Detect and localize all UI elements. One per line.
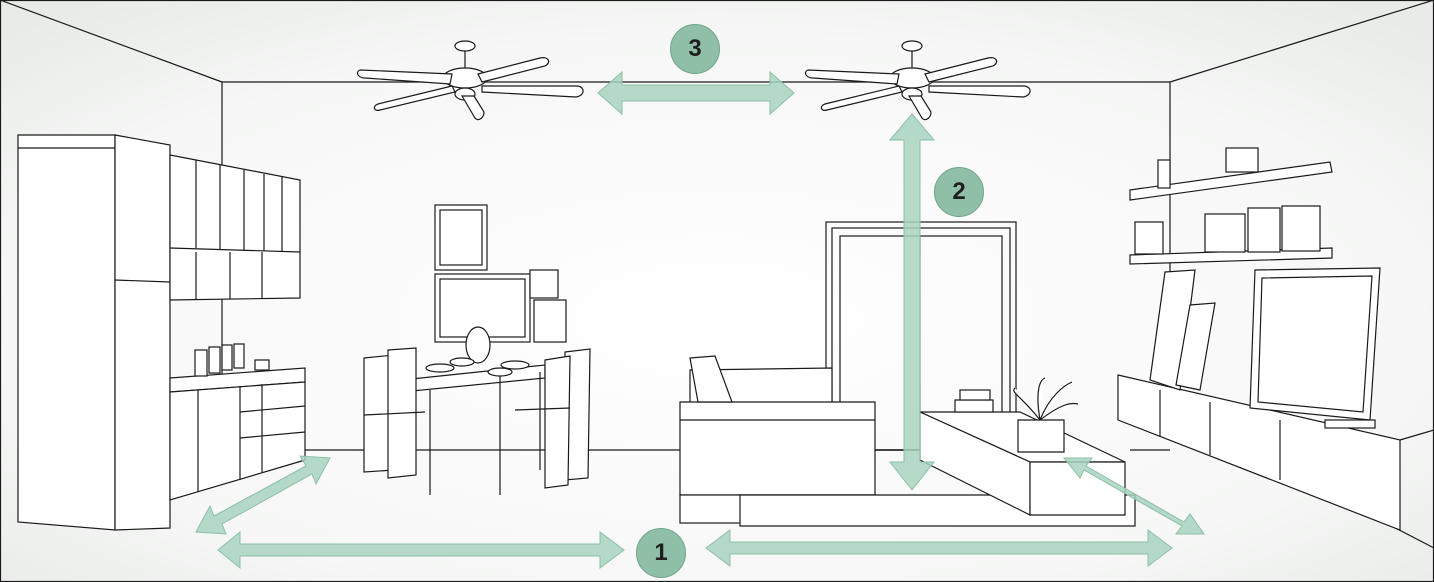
step-badge-1: 1 — [636, 528, 686, 578]
step-badge-2: 2 — [934, 167, 984, 217]
step-badge-3: 3 — [670, 24, 720, 74]
